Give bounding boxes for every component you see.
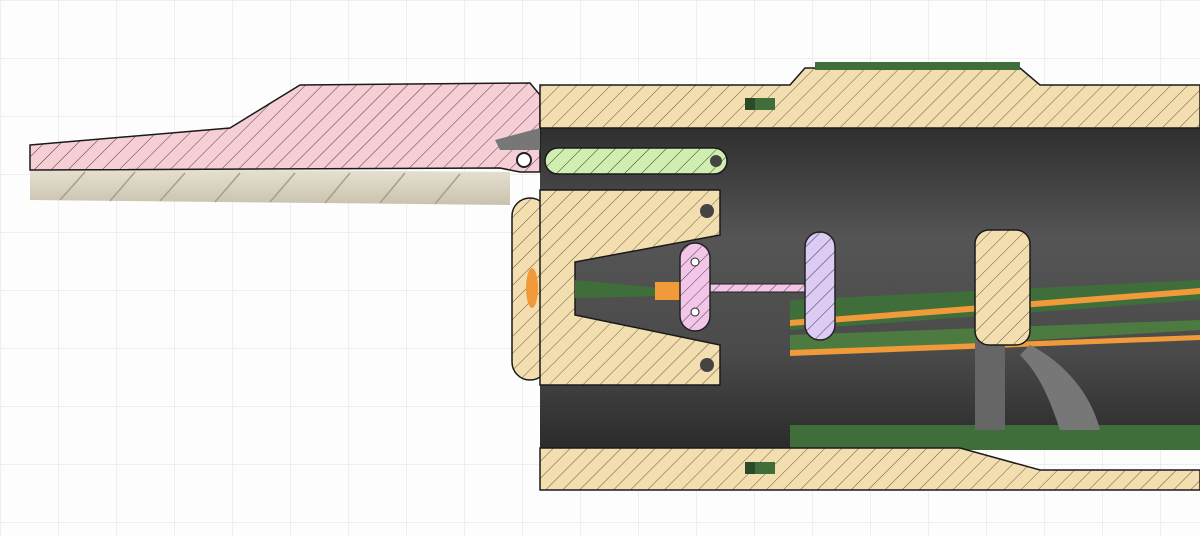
jaw-block[interactable]	[539, 189, 721, 386]
green-top-strip	[815, 62, 1020, 70]
pink-gear[interactable]	[679, 242, 711, 332]
orange-seal	[526, 268, 538, 308]
upper-screw	[745, 98, 775, 110]
ramp-surface	[1020, 345, 1100, 430]
upper-housing[interactable]	[539, 67, 1200, 129]
pivot-bracket	[495, 128, 540, 150]
ribbed-sleeve	[30, 168, 510, 205]
green-link[interactable]	[544, 147, 728, 175]
lower-screw	[745, 462, 775, 474]
purple-disc[interactable]	[804, 231, 836, 341]
pivot-pin-icon	[516, 152, 532, 168]
lower-housing[interactable]	[539, 447, 1200, 491]
beige-stop-block[interactable]	[974, 229, 1031, 346]
